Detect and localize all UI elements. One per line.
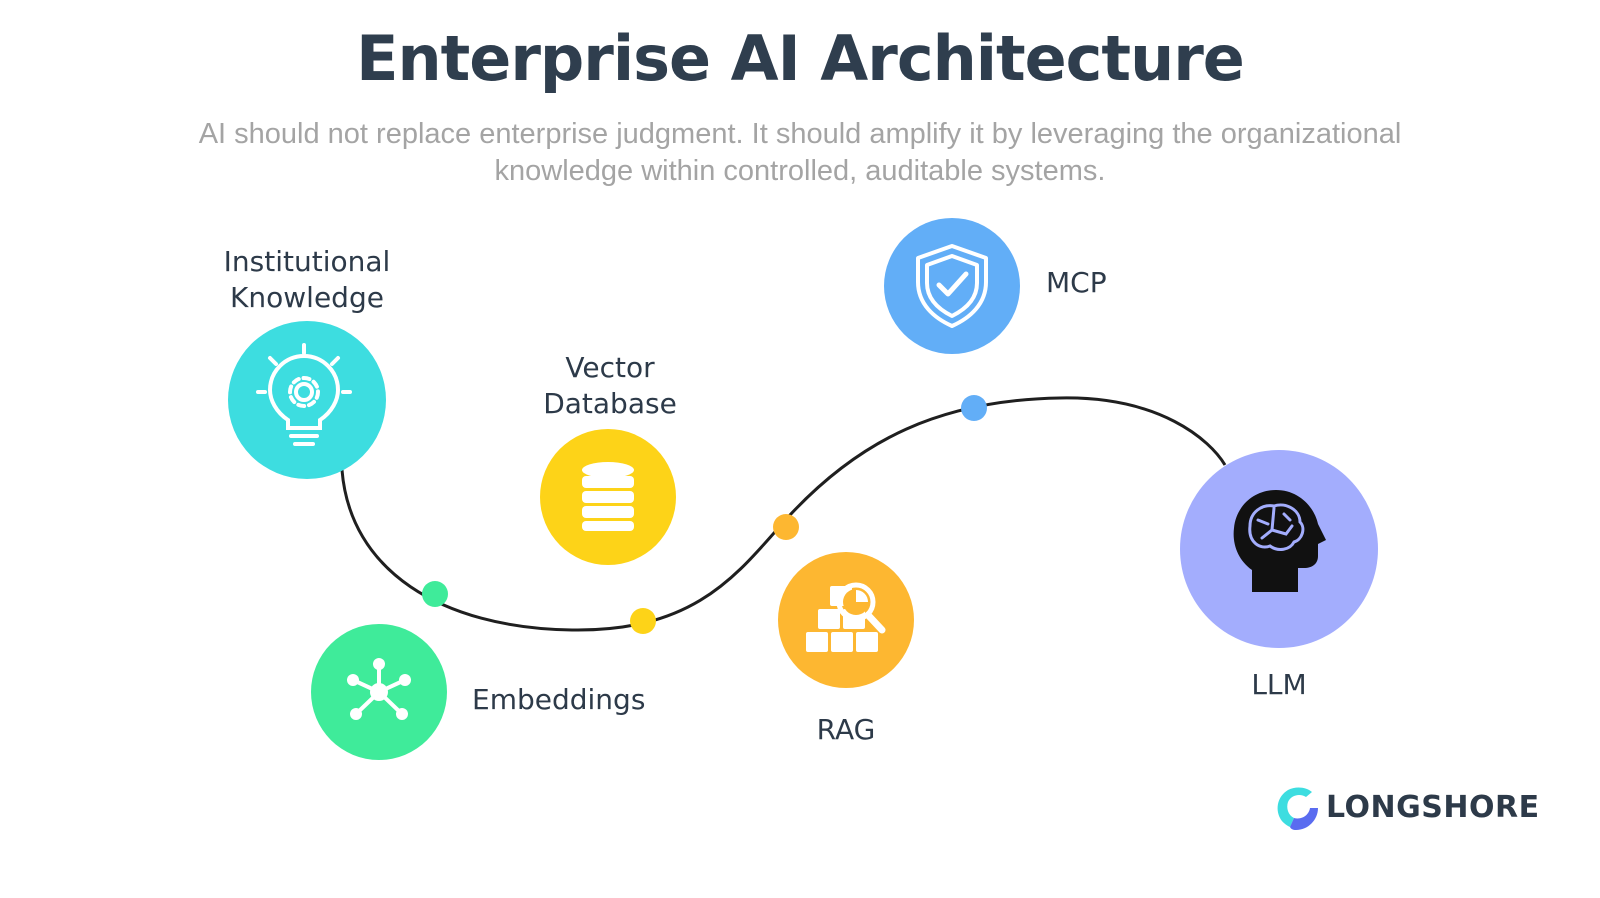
label-vector-database: Vector Database bbox=[543, 351, 677, 420]
label-mcp: MCP bbox=[1046, 266, 1107, 299]
label-rag: RAG bbox=[816, 713, 876, 746]
brain-head-icon bbox=[1233, 490, 1326, 592]
label-llm: LLM bbox=[1251, 668, 1307, 701]
document-search-icon bbox=[806, 582, 886, 652]
path-dot bbox=[422, 581, 448, 607]
page-title: Enterprise AI Architecture bbox=[356, 22, 1245, 95]
longshore-logo: LONGSHORE bbox=[1272, 784, 1542, 838]
path-dot bbox=[961, 395, 987, 421]
database-icon bbox=[582, 462, 634, 531]
network-hub-icon bbox=[347, 658, 411, 720]
label-institutional-knowledge: Institutional Knowledge bbox=[223, 245, 391, 314]
stage-institutional-knowledge bbox=[228, 321, 386, 479]
shield-check-icon bbox=[916, 244, 988, 328]
path-dot bbox=[773, 514, 799, 540]
page-subtitle: AI should not replace enterprise judgmen… bbox=[198, 118, 1402, 187]
stage-vector-database bbox=[540, 429, 676, 565]
lightbulb-gear-icon bbox=[256, 343, 352, 446]
label-embeddings: Embeddings bbox=[472, 683, 646, 716]
stage-rag bbox=[778, 552, 914, 688]
stage-embeddings bbox=[311, 624, 447, 760]
logo-text: LONGSHORE bbox=[1326, 790, 1540, 825]
stage-mcp bbox=[884, 218, 1020, 354]
stage-llm bbox=[1180, 450, 1378, 648]
longshore-logo-icon bbox=[1277, 787, 1318, 830]
path-dot bbox=[630, 608, 656, 634]
